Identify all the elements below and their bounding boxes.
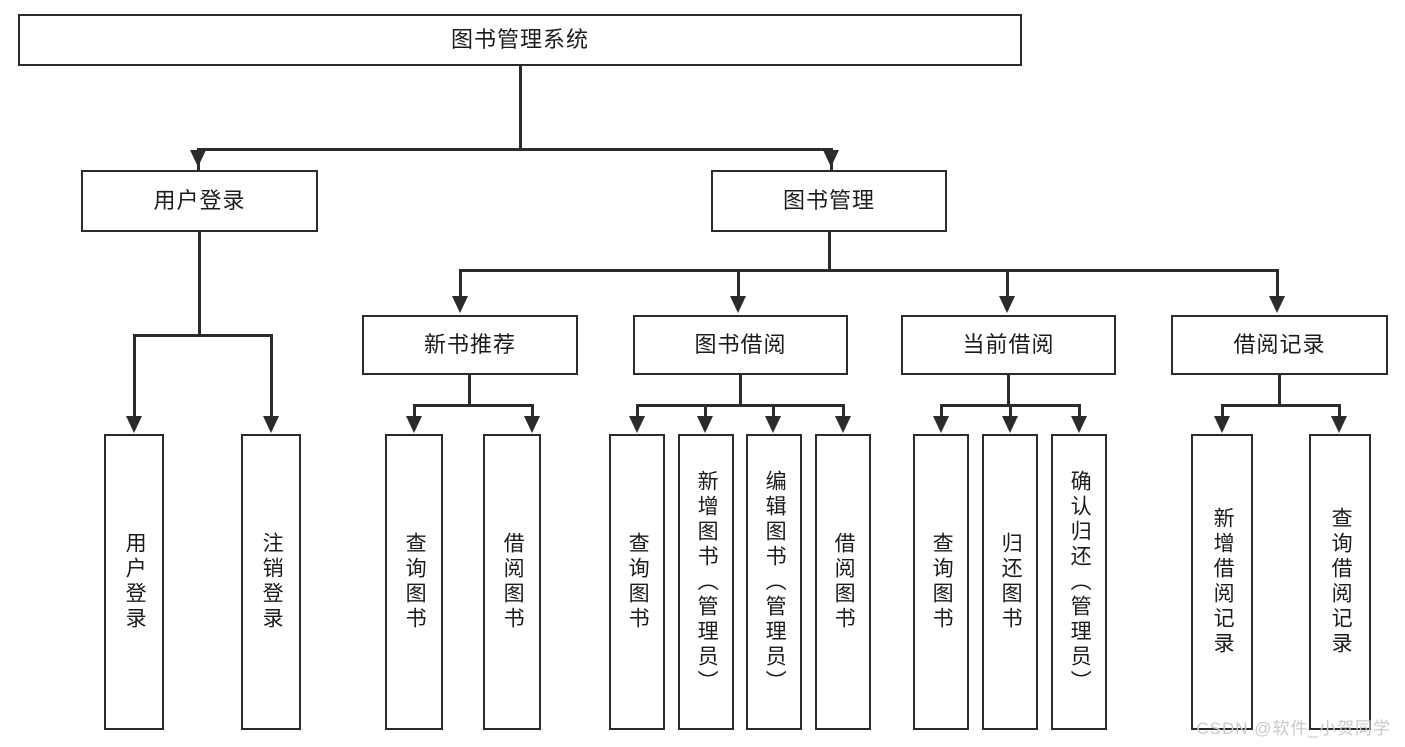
edge-current-borrow-drop-1 [940,404,943,420]
arrow-book-borrow-to-leaf-2 [697,416,713,433]
csdn-watermark: CSDN @软件_小贺同学 [1196,719,1391,738]
node-leaf-confirm-return-admin[interactable]: 确认归还（管理员） [1051,434,1107,730]
edge-book-manage-drop-2 [737,269,740,299]
edge-borrow-record-bus [1221,404,1341,407]
arrow-new-book-rec-to-leaf-2 [524,416,540,433]
arrow-new-book-rec-to-leaf-1 [406,416,422,433]
edge-borrow-record-stem [1278,375,1281,407]
edge-book-borrow-drop-1 [636,404,639,420]
edge-new-book-rec-bus [413,404,534,407]
node-leaf-query-book-current[interactable]: 查询图书 [913,434,969,730]
node-label: 确认归还（管理员） [1068,469,1092,695]
node-label: 用户登录 [153,187,246,213]
node-label: 用户登录 [123,532,147,632]
edge-book-borrow-drop-4 [842,404,845,420]
edge-borrow-record-drop-2 [1338,404,1341,420]
edge-book-manage-drop-3 [1006,269,1009,299]
node-label: 新增借阅记录 [1211,507,1235,657]
node-leaf-user-login[interactable]: 用户登录 [104,434,164,730]
node-leaf-return-book[interactable]: 归还图书 [982,434,1038,730]
arrow-book-manage-to-borrow-record [1269,296,1285,313]
arrow-user-login-to-leaf-2 [263,416,279,433]
arrow-book-manage-to-new-book-rec [452,296,468,313]
edge-current-borrow-drop-3 [1078,404,1081,420]
edge-user-login-bus [133,334,273,337]
arrow-book-manage-to-book-borrow [730,296,746,313]
edge-new-book-rec-stem [468,375,471,407]
node-leaf-query-borrow-record[interactable]: 查询借阅记录 [1309,434,1371,730]
node-label: 图书管理系统 [450,26,589,52]
node-label: 图书借阅 [694,331,787,357]
node-leaf-query-book-recommend[interactable]: 查询图书 [385,434,443,730]
edge-book-manage-bus [459,269,1279,272]
node-leaf-edit-book-admin[interactable]: 编辑图书（管理员） [746,434,802,730]
edge-root-bus [197,148,833,151]
node-borrow-record[interactable]: 借阅记录 [1171,315,1388,375]
node-leaf-add-borrow-record[interactable]: 新增借阅记录 [1191,434,1253,730]
node-label: 注销登录 [260,532,284,632]
node-label: 查询图书 [626,532,650,632]
arrow-borrow-record-to-leaf-2 [1331,416,1347,433]
node-label: 借阅图书 [832,532,856,632]
arrow-current-borrow-to-leaf-1 [933,416,949,433]
edge-user-login-stem [198,232,201,337]
arrow-root-to-user-login [190,150,206,167]
arrow-current-borrow-to-leaf-3 [1071,416,1087,433]
edge-book-manage-drop-4 [1276,269,1279,299]
node-label: 借阅记录 [1233,331,1326,357]
edge-book-borrow-stem [739,375,742,407]
node-leaf-query-book-borrow[interactable]: 查询图书 [609,434,665,730]
edge-new-book-rec-drop-2 [531,404,534,420]
edge-root-stem [519,66,522,150]
edge-book-borrow-bus [636,404,845,407]
node-user-login[interactable]: 用户登录 [81,170,318,232]
node-new-book-recommend[interactable]: 新书推荐 [362,315,578,375]
arrow-book-borrow-to-leaf-4 [835,416,851,433]
arrow-book-manage-to-current-borrow [999,296,1015,313]
node-leaf-borrow-book-borrow[interactable]: 借阅图书 [815,434,871,730]
arrow-book-borrow-to-leaf-1 [629,416,645,433]
node-leaf-logout-login[interactable]: 注销登录 [241,434,301,730]
node-label: 当前借阅 [962,331,1055,357]
edge-book-borrow-drop-3 [772,404,775,420]
node-label: 查询借阅记录 [1329,507,1353,657]
edge-user-login-drop-2 [270,334,273,419]
node-leaf-add-book-admin[interactable]: 新增图书（管理员） [678,434,734,730]
edge-current-borrow-drop-2 [1009,404,1012,420]
node-label: 图书管理 [782,187,875,213]
node-label: 查询图书 [403,532,427,632]
arrow-root-to-book-manage [823,150,839,167]
node-leaf-borrow-book-recommend[interactable]: 借阅图书 [483,434,541,730]
node-label: 归还图书 [999,532,1023,632]
edge-current-borrow-stem [1007,375,1010,407]
node-label: 新增图书（管理员） [695,469,719,695]
node-label: 编辑图书（管理员） [763,469,787,695]
node-root-book-management-system[interactable]: 图书管理系统 [18,14,1022,66]
node-label: 查询图书 [930,532,954,632]
node-label: 借阅图书 [501,532,525,632]
arrow-borrow-record-to-leaf-1 [1214,416,1230,433]
edge-book-manage-drop-1 [459,269,462,299]
arrow-current-borrow-to-leaf-2 [1002,416,1018,433]
edge-new-book-rec-drop-1 [413,404,416,420]
node-book-borrow[interactable]: 图书借阅 [633,315,848,375]
edge-book-manage-stem [828,232,831,272]
node-current-borrow[interactable]: 当前借阅 [901,315,1116,375]
edge-borrow-record-drop-1 [1221,404,1224,420]
node-book-manage[interactable]: 图书管理 [711,170,947,232]
arrow-user-login-to-leaf-1 [126,416,142,433]
edge-user-login-drop-1 [133,334,136,419]
arrow-book-borrow-to-leaf-3 [765,416,781,433]
edge-book-borrow-drop-2 [704,404,707,420]
node-label: 新书推荐 [423,331,516,357]
